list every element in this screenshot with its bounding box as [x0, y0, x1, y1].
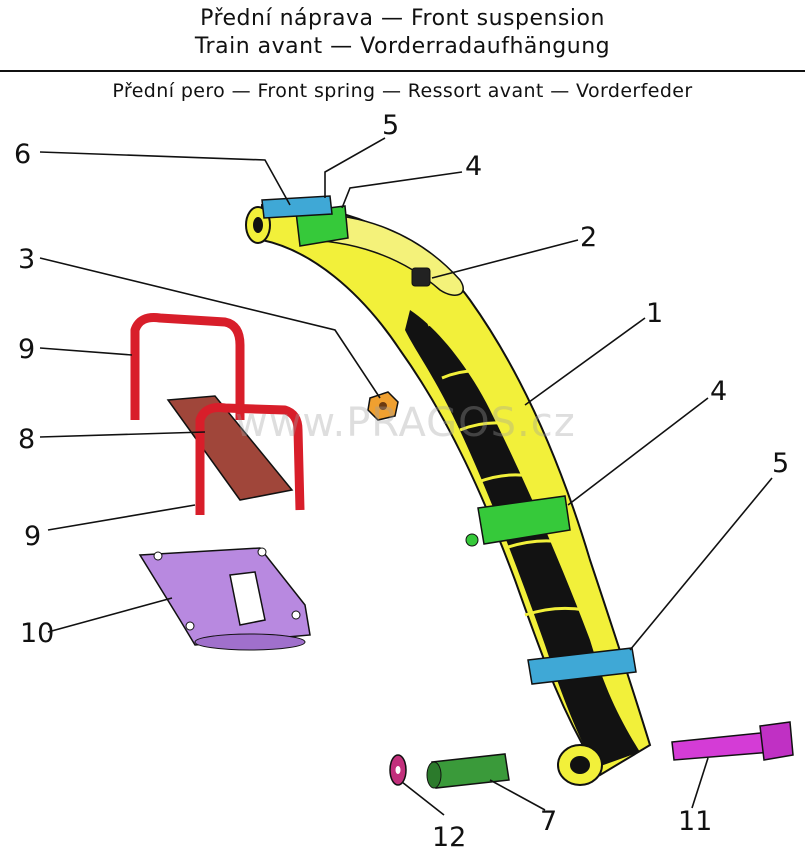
spring-eye-bottom-hole	[570, 756, 590, 774]
subtitle: Přední pero — Front spring — Ressort ava…	[112, 80, 693, 102]
centre-bolt-nut	[367, 391, 399, 421]
callout-9-upper: 9	[18, 334, 35, 365]
callout-5-lower: 5	[772, 448, 789, 479]
washer	[389, 754, 407, 786]
callout-6: 6	[14, 139, 31, 170]
stripe	[459, 421, 511, 432]
stripe	[504, 539, 563, 550]
stripe	[524, 606, 586, 617]
callout-11: 11	[678, 806, 712, 837]
spring-seat	[138, 547, 311, 651]
callout-10: 10	[20, 618, 54, 649]
callout-9-lower: 9	[24, 521, 41, 552]
spring-leaf-face	[405, 310, 640, 768]
callout-2: 2	[580, 222, 597, 253]
watermark: www.PRAGOS.cz	[235, 400, 576, 446]
clip-bolt-upper	[261, 195, 333, 219]
u-bolt-rear	[130, 313, 245, 420]
callout-4-lower: 4	[710, 376, 727, 407]
leaf-spring	[245, 203, 652, 786]
clip-bolt-lower	[527, 647, 637, 685]
stripe	[427, 315, 471, 327]
stripe	[477, 473, 531, 484]
u-bolt-front	[195, 403, 305, 515]
callout-5-upper: 5	[382, 110, 399, 141]
rubber-bushing	[426, 753, 510, 789]
callout-1: 1	[646, 298, 663, 329]
spring-eye-top-hole	[253, 217, 263, 233]
stripe	[441, 369, 489, 380]
title-line-1: Přední náprava — Front suspension	[200, 6, 605, 31]
callout-3: 3	[18, 244, 35, 275]
callout-8: 8	[18, 424, 35, 455]
title-line-2: Train avant — Vorderradaufhängung	[194, 34, 611, 59]
header-rule	[0, 70, 805, 72]
callout-7: 7	[540, 806, 557, 837]
leader-lines	[39, 137, 773, 816]
shackle-bolt	[671, 721, 794, 761]
callout-4-upper: 4	[465, 151, 482, 182]
rebound-clip-lower	[465, 495, 571, 547]
callout-12: 12	[432, 822, 466, 853]
centre-bolt-head	[411, 267, 431, 287]
